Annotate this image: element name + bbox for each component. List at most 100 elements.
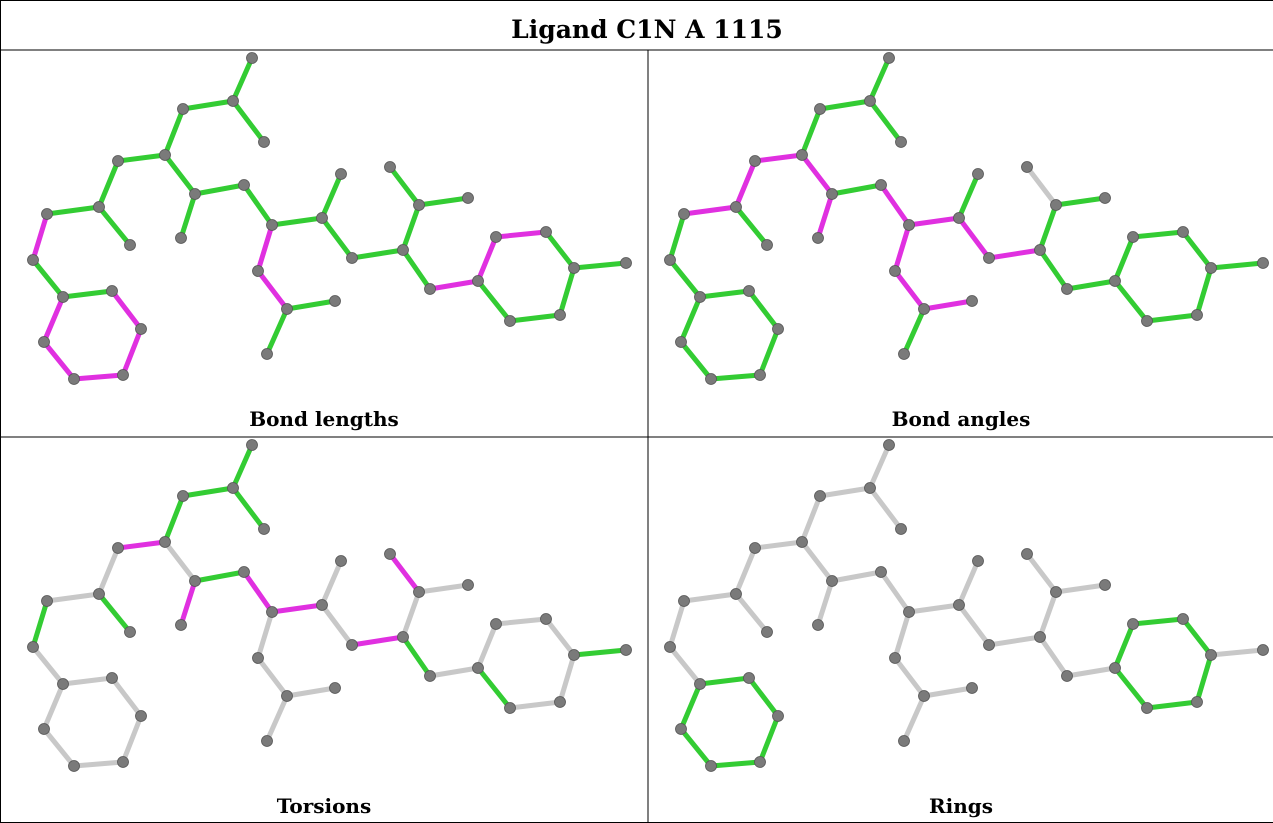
- atom: [346, 252, 358, 264]
- bond-outlier: [387, 551, 422, 595]
- bond-unassessed: [829, 569, 884, 584]
- bond-ring: [1180, 616, 1214, 658]
- bond-ok: [667, 257, 703, 300]
- atom: [540, 226, 552, 238]
- atom: [730, 588, 742, 600]
- bond-outlier: [921, 298, 975, 312]
- atom: [554, 696, 566, 708]
- atom: [106, 672, 118, 684]
- atom: [27, 254, 39, 266]
- atom: [1099, 579, 1111, 591]
- atom: [664, 641, 676, 653]
- bond-outlier: [178, 578, 198, 628]
- bond-unassessed: [733, 591, 770, 635]
- bond-ok: [230, 98, 267, 145]
- bond-ok: [180, 98, 236, 112]
- bond-unassessed: [817, 485, 873, 499]
- atom: [678, 595, 690, 607]
- atom: [1034, 244, 1046, 256]
- bond-unassessed: [109, 675, 144, 719]
- atom: [620, 257, 632, 269]
- bond-ring: [1112, 621, 1136, 671]
- bond-ok: [1194, 265, 1214, 318]
- bond-unassessed: [507, 699, 563, 711]
- atom: [316, 599, 328, 611]
- bond-ok: [192, 569, 247, 584]
- bond-ok: [708, 372, 763, 382]
- bond-outlier: [120, 326, 144, 378]
- atom: [772, 323, 784, 335]
- atom: [730, 201, 742, 213]
- atom: [743, 672, 755, 684]
- atom: [462, 192, 474, 204]
- panel-caption-rings: Rings: [929, 794, 993, 818]
- atom: [1205, 649, 1217, 661]
- panel-caption-bond-angles: Bond angles: [892, 407, 1031, 431]
- bond-unassessed: [667, 644, 703, 687]
- atom: [749, 542, 761, 554]
- bond-unassessed: [44, 591, 102, 604]
- bond-outlier: [475, 234, 499, 284]
- atom: [490, 231, 502, 243]
- atom: [889, 265, 901, 277]
- bond-outlier: [681, 204, 739, 217]
- atom: [462, 579, 474, 591]
- atom: [1127, 618, 1139, 630]
- bond-ok: [284, 298, 338, 312]
- bond-unassessed: [162, 539, 198, 584]
- bond-unassessed: [319, 602, 355, 648]
- atom: [1177, 226, 1189, 238]
- atom: [675, 723, 687, 735]
- bond-unassessed: [475, 621, 499, 671]
- atom: [1021, 548, 1033, 560]
- atom: [316, 212, 328, 224]
- atom: [812, 619, 824, 631]
- atom: [1141, 315, 1153, 327]
- bond-outlier: [493, 229, 549, 240]
- atom: [472, 275, 484, 287]
- atom: [754, 369, 766, 381]
- atom: [384, 548, 396, 560]
- bond-unassessed: [1053, 582, 1108, 595]
- bond-unassessed: [733, 545, 758, 597]
- atom: [903, 219, 915, 231]
- atom: [1257, 257, 1269, 269]
- bond-outlier: [892, 268, 927, 312]
- bond-ok: [1037, 202, 1059, 253]
- bond-outlier: [109, 288, 144, 332]
- atom: [875, 179, 887, 191]
- atom: [266, 219, 278, 231]
- atom: [918, 303, 930, 315]
- atom: [1050, 199, 1062, 211]
- panel-torsions: Torsions: [27, 439, 632, 818]
- bond-ring: [697, 675, 752, 687]
- bond-ok: [96, 158, 121, 210]
- bond-outlier: [71, 372, 126, 382]
- atom: [761, 626, 773, 638]
- bond-outlier: [255, 268, 290, 312]
- bond-unassessed: [120, 713, 144, 765]
- bond-ok: [746, 288, 781, 332]
- bond-outlier: [241, 569, 275, 615]
- bond-ok: [115, 152, 168, 164]
- atom: [678, 208, 690, 220]
- atom: [424, 670, 436, 682]
- bond-ok: [867, 98, 904, 145]
- bond-unassessed: [96, 545, 121, 597]
- bond-ok: [387, 164, 422, 208]
- bond-unassessed: [892, 655, 927, 699]
- bond-ok: [475, 278, 513, 324]
- bond-outlier: [733, 158, 758, 210]
- atom: [124, 239, 136, 251]
- bond-ok: [1130, 229, 1186, 240]
- atom: [397, 244, 409, 256]
- atom: [664, 254, 676, 266]
- atom: [1099, 192, 1111, 204]
- bond-outlier: [986, 247, 1043, 261]
- bond-unassessed: [416, 582, 471, 595]
- bond-ok: [180, 485, 236, 499]
- bond-ok: [178, 191, 198, 241]
- atom: [504, 702, 516, 714]
- atom: [27, 641, 39, 653]
- atom: [772, 710, 784, 722]
